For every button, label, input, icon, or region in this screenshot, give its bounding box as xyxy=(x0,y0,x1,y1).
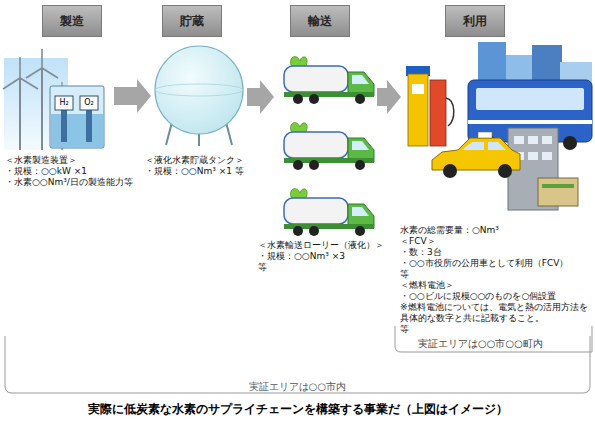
gas-symbol: H₂ xyxy=(55,97,73,108)
taxi-window xyxy=(488,142,506,150)
stage-header: 製造 xyxy=(42,5,102,37)
figure-caption: 実際に低炭素な水素のサプライチェーンを構築する事業だ（上図はイメージ） xyxy=(0,402,595,417)
turbine-blade xyxy=(26,68,42,78)
tank-truck xyxy=(284,57,374,104)
spec-text: 等 xyxy=(400,324,590,335)
node-text-group: 水素の総需要量：○Nm³＜FCV＞・数：3台・○○市役所の公用車として利用（FC… xyxy=(400,225,590,335)
tank-sphere xyxy=(155,46,243,134)
spec-text: ※燃料電池については、電気と熱の活用方法を具体的な数字と共に記載すること。 xyxy=(400,302,590,324)
turbine-blade xyxy=(3,78,20,89)
spec-text: 等 xyxy=(258,262,398,273)
stage-header: 利用 xyxy=(445,5,505,37)
spec-text: 等 xyxy=(400,269,590,280)
node-text-group: ＜水素輸送ローリー（液化）＞・規模：○○Nm³ ×3等 xyxy=(258,240,398,273)
node-text-group: 貯蔵 xyxy=(180,14,204,28)
bus-stripe xyxy=(468,120,592,124)
hydrogen-dispenser xyxy=(408,74,428,146)
spec-text: ・水素○○Nm³/日の製造能力等 xyxy=(5,177,155,188)
fuel-cell-stripe xyxy=(542,184,574,188)
spec-text: ＜水素輸送ローリー（液化）＞ xyxy=(258,240,398,251)
node-text-group: 利用 xyxy=(463,14,487,28)
taxi-wheel xyxy=(498,164,512,178)
tank-truck xyxy=(284,189,374,236)
turbine-blade xyxy=(20,78,38,89)
tank-truck xyxy=(284,123,374,170)
bus-wheel xyxy=(563,136,577,150)
gas-outlet xyxy=(80,96,98,110)
spec-text: ・規模：○○Nm³ ×1 等 xyxy=(145,166,275,177)
spec-text: ＜燃料電池＞ xyxy=(400,280,590,291)
storage-node: ＜液化水素貯蔵タンク＞・規模：○○Nm³ ×1 等 xyxy=(155,45,243,145)
building-window xyxy=(542,136,552,144)
building-window xyxy=(514,136,524,144)
stage-header: 輸送 xyxy=(290,5,350,37)
bus-window xyxy=(476,88,584,110)
city-scene xyxy=(406,42,592,210)
stage-title: 製造 xyxy=(60,14,84,28)
spec-text: 水素の総需要量：○Nm³ xyxy=(400,225,590,236)
spec-text: ・規模：○○Nm³ ×3 xyxy=(258,251,398,262)
electrolyser xyxy=(50,86,104,148)
turbine-blade xyxy=(42,68,58,78)
turbine-tower xyxy=(19,78,21,150)
spec-text: ・規模：○○kW ×1 xyxy=(5,166,155,177)
taxi-window xyxy=(462,142,484,150)
tank-leg xyxy=(166,122,172,145)
transport-node: ＜水素輸送ローリー（液化）＞・規模：○○Nm³ ×3等 xyxy=(278,48,373,236)
spec-text: ＜水素製造装置＞ xyxy=(5,155,155,166)
dispenser-screen xyxy=(412,84,424,94)
node-text-group: 輸送 xyxy=(308,14,332,28)
turbine-tower xyxy=(41,68,43,150)
node-text-group: ＜液化水素貯蔵タンク＞・規模：○○Nm³ ×1 等 xyxy=(145,155,275,177)
spec-text: ・数：3台 xyxy=(400,247,590,258)
tank-trucks xyxy=(284,57,374,236)
flow-arrow xyxy=(377,80,401,114)
tank-band xyxy=(155,84,243,96)
production-node: ＜水素製造装置＞・規模：○○kW ×1・水素○○Nm³/日の製造能力等 xyxy=(2,45,110,152)
flow-arrow xyxy=(114,79,151,113)
electrode xyxy=(61,110,67,142)
area-label: 実証エリアは○○市○○町内 xyxy=(418,337,590,350)
area-bracket xyxy=(395,326,592,352)
taxi-sign xyxy=(478,132,492,138)
utilisation-node: 水素の総需要量：○Nm³＜FCV＞・数：3台・○○市役所の公用車として利用（FC… xyxy=(405,38,595,222)
stage-title: 利用 xyxy=(463,14,487,28)
flow-arrow xyxy=(247,80,274,114)
spec-text: ＜FCV＞ xyxy=(400,236,590,247)
gas-outlet xyxy=(55,96,73,110)
turbine-blade xyxy=(41,49,43,68)
turbine-blade xyxy=(19,57,21,78)
stage-title: 貯蔵 xyxy=(180,14,204,28)
node-text-group: 製造 xyxy=(60,14,84,28)
node-text-group: ＜水素製造装置＞・規模：○○kW ×1・水素○○Nm³/日の製造能力等 xyxy=(5,155,155,188)
hydrogen-dispenser xyxy=(430,80,446,146)
area-label: 実証エリアは○○市内 xyxy=(0,380,595,393)
building-window xyxy=(528,152,538,160)
spec-text: ・○○ビルに規模○○のものを○個設置 xyxy=(400,291,590,302)
fuel-cell-unit xyxy=(538,178,578,206)
electrolyser-tank xyxy=(50,86,104,148)
storage-tank xyxy=(155,46,243,146)
stage-header: 貯蔵 xyxy=(162,5,222,37)
stage-title: 輸送 xyxy=(308,14,332,28)
spec-text: ・○○市役所の公用車として利用（FCV） xyxy=(400,258,590,269)
electrolyte xyxy=(51,114,103,147)
building-window xyxy=(542,152,552,160)
building-window xyxy=(528,136,538,144)
tank-leg xyxy=(226,122,232,145)
dispenser-hose xyxy=(446,98,454,126)
spec-text: ＜液化水素貯蔵タンク＞ xyxy=(145,155,275,166)
taxi-wheel xyxy=(443,164,457,178)
gas-symbol: O₂ xyxy=(80,97,98,108)
electrode xyxy=(86,110,92,142)
